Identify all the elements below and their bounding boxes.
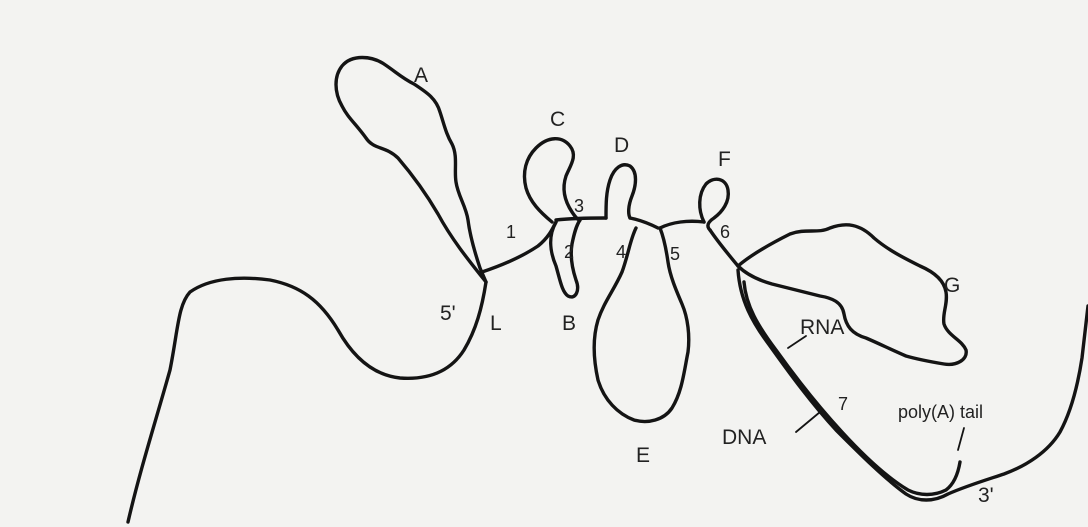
label-exon-3: 3 xyxy=(574,196,584,216)
label-exon-7: 7 xyxy=(838,394,848,414)
label-loop-d: D xyxy=(614,134,629,157)
label-exon-5: 5 xyxy=(670,244,680,264)
label-poly-a-tail: poly(A) tail xyxy=(898,402,983,422)
exon-4-strand xyxy=(630,218,658,228)
label-rna: RNA xyxy=(800,316,844,339)
label-exon-6: 6 xyxy=(720,222,730,242)
dna-leader-line xyxy=(796,412,820,432)
exon-3-strand xyxy=(556,218,606,220)
label-dna: DNA xyxy=(722,426,766,449)
intron-loop-d xyxy=(606,165,636,218)
label-loop-b: B xyxy=(562,312,576,335)
rna-strand xyxy=(744,282,960,495)
label-five-prime: 5' xyxy=(440,302,456,325)
dna-left-flank xyxy=(128,278,486,522)
label-loop-e: E xyxy=(636,444,650,467)
label-exon-4: 4 xyxy=(616,242,626,262)
label-loop-f: F xyxy=(718,148,731,171)
label-exon-2: 2 xyxy=(564,242,574,262)
label-exon-1: 1 xyxy=(506,222,516,242)
dna-3prime-strand xyxy=(738,270,1088,500)
label-three-prime: 3' xyxy=(978,484,994,507)
intron-loop-a xyxy=(336,58,486,283)
exon-5-strand xyxy=(660,221,704,228)
exon-1-strand xyxy=(482,222,556,272)
poly-a-leader-line xyxy=(958,428,964,450)
label-loop-g: G xyxy=(944,274,960,297)
intron-loop-c xyxy=(524,139,580,222)
label-loop-c: C xyxy=(550,108,565,131)
label-leader-l: L xyxy=(490,312,502,335)
label-loop-a: A xyxy=(414,64,428,87)
